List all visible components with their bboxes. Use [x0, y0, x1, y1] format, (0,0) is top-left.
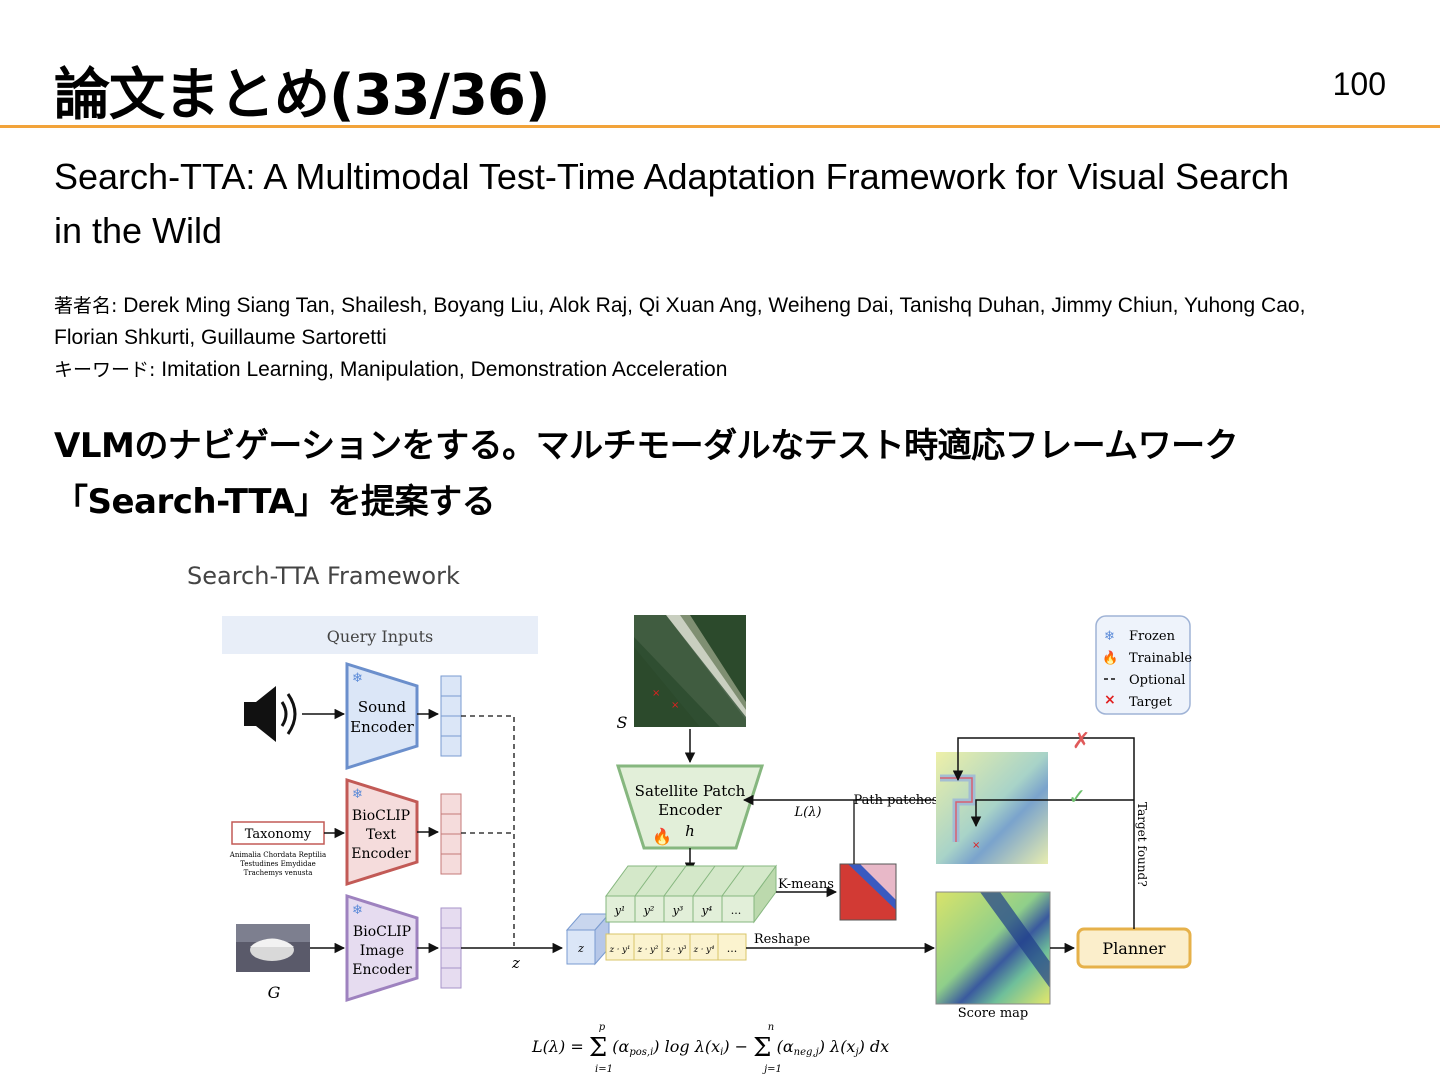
equation-sum2-top: n — [768, 1022, 774, 1033]
y-cell-4: y⁴ — [701, 904, 713, 917]
paper-meta: 著者名: Derek Ming Siang Tan, Shailesh, Boy… — [54, 290, 1394, 386]
equation-sum1-bottom: i=1 — [595, 1064, 613, 1075]
legend-target-icon: × — [1104, 692, 1116, 708]
y-embedding-row — [605, 864, 777, 924]
taxonomy-line2: Testudines Emydidae — [240, 860, 316, 868]
g-label: G — [268, 983, 281, 1002]
summary: VLMのナビゲーションをする。マルチモーダルなテスト時適応フレームワーク 「Se… — [54, 418, 1394, 530]
text-encoder-line1: BioCLIP — [352, 808, 410, 824]
satellite-image: × × — [634, 615, 746, 727]
flame-icon: 🔥 — [652, 827, 672, 846]
z-box — [565, 912, 611, 966]
zy-cell-5: ... — [727, 942, 738, 955]
snowflake-icon: ❄ — [352, 671, 363, 686]
sound-embedding — [440, 675, 462, 757]
y-cell-1: y¹ — [614, 904, 626, 917]
zy-cell-3: z · y³ — [665, 945, 687, 955]
legend-optional: Optional — [1129, 673, 1185, 688]
legend-frozen-icon: ❄ — [1104, 629, 1115, 644]
loop-arrow-inner — [970, 799, 1134, 828]
path-patches-map: × — [936, 752, 1048, 864]
sound-encoder — [345, 661, 419, 771]
satellite-encoder-line1: Satellite Patch — [635, 782, 746, 800]
taxonomy-label: Taxonomy — [245, 827, 312, 842]
summary-line1: VLMのナビゲーションをする。マルチモーダルなテスト時適応フレームワーク — [54, 426, 1239, 466]
title-rule — [0, 125, 1440, 128]
sound-dashed-path — [461, 715, 515, 946]
z-box-label: z — [577, 942, 584, 955]
figure-heading: Search-TTA Framework — [187, 562, 460, 590]
cross-icon: ✗ — [1072, 729, 1090, 754]
image-encoder-line3: Encoder — [352, 962, 412, 978]
svg-text:×: × — [652, 688, 660, 699]
query-inputs-banner — [222, 616, 538, 654]
score-map — [935, 891, 1051, 1005]
authors-label: 著者名: — [54, 295, 118, 317]
satellite-patch-encoder — [615, 764, 765, 850]
svg-text:×: × — [671, 700, 679, 711]
target-found-label: Target found? — [1135, 802, 1149, 887]
snowflake-icon: ❄ — [352, 787, 363, 802]
framework-diagram: Search-TTA Framework Query Inputs ❄ Soun… — [187, 562, 1192, 1075]
planner-label: Planner — [1102, 939, 1166, 958]
satellite-encoder-line2: Encoder — [658, 801, 723, 819]
authors-line1: Derek Ming Siang Tan, Shailesh, Boyang L… — [123, 294, 1306, 317]
page-number: 100 — [1332, 66, 1386, 102]
sound-encoder-line1: Sound — [358, 698, 407, 716]
paper-title-line1: Search-TTA: A Multimodal Test-Time Adapt… — [54, 156, 1290, 197]
equation: L(λ) = Σ (αpos,i) log λ(xi) − Σ (αneg,j)… — [531, 1033, 889, 1063]
equation-sum2-bottom: j=1 — [762, 1064, 782, 1075]
image-encoder-line2: Image — [360, 943, 404, 959]
ground-image — [236, 924, 310, 972]
bioclip-image-encoder — [345, 893, 419, 1003]
query-inputs-label: Query Inputs — [327, 627, 433, 646]
paper-title: Search-TTA: A Multimodal Test-Time Adapt… — [54, 150, 1394, 258]
reshape-label: Reshape — [754, 932, 811, 947]
legend-target: Target — [1129, 695, 1173, 710]
sound-encoder-line2: Encoder — [350, 718, 415, 736]
keywords-value: Imitation Learning, Manipulation, Demons… — [161, 358, 728, 381]
path-patches-label: Path patches — [854, 793, 939, 808]
image-encoder-line1: BioCLIP — [353, 924, 411, 940]
legend-trainable: Trainable — [1129, 651, 1192, 666]
check-icon: ✓ — [1068, 785, 1086, 810]
text-embedding — [440, 793, 462, 875]
text-encoder-line2: Text — [366, 827, 396, 843]
bioclip-text-encoder — [345, 777, 419, 887]
zy-cell-2: z · y² — [637, 945, 659, 955]
paper-title-line2: in the Wild — [54, 210, 223, 251]
loop-arrow-top — [952, 737, 1135, 929]
score-map-label: Score map — [958, 1006, 1028, 1021]
s-label: S — [617, 713, 628, 732]
loss-label: L(λ) — [793, 805, 821, 820]
authors-line2: Florian Shkurti, Guillaume Sartoretti — [54, 326, 387, 349]
taxonomy-line3: Trachemys venusta — [244, 869, 313, 877]
equation-sum1-top: p — [599, 1022, 606, 1033]
framework-figure: Search-TTA Framework Query Inputs ❄ Soun… — [180, 552, 1400, 1080]
y-cell-2: y² — [643, 904, 655, 917]
keywords-label: キーワード: — [54, 359, 156, 381]
zy-cell-4: z · y⁴ — [693, 945, 715, 955]
y-cell-5: ... — [731, 904, 742, 917]
image-embedding — [440, 907, 462, 989]
authors: 著者名: Derek Ming Siang Tan, Shailesh, Boy… — [54, 290, 1394, 322]
h-label: h — [685, 822, 695, 840]
kmeans-label: K-means — [778, 877, 834, 892]
zy-row — [605, 933, 747, 961]
kmeans-map — [839, 863, 897, 921]
legend-trainable-icon: 🔥 — [1102, 650, 1118, 666]
summary-line2: 「Search-TTA」を提案する — [54, 482, 496, 522]
snowflake-icon: ❄ — [352, 903, 363, 918]
speaker-icon — [244, 686, 297, 742]
svg-text:×: × — [972, 840, 980, 851]
legend-box — [1095, 615, 1191, 715]
z-label: z — [511, 954, 520, 972]
y-cell-3: y³ — [672, 904, 684, 917]
text-encoder-line3: Encoder — [351, 846, 411, 862]
legend-frozen: Frozen — [1129, 629, 1176, 644]
taxonomy-line1: Animalia Chordata Reptilia — [229, 851, 326, 859]
slide-title: 論文まとめ(33/36) — [54, 63, 550, 128]
keywords: キーワード: Imitation Learning, Manipulation,… — [54, 354, 1394, 386]
zy-cell-1: z · y¹ — [609, 945, 631, 955]
